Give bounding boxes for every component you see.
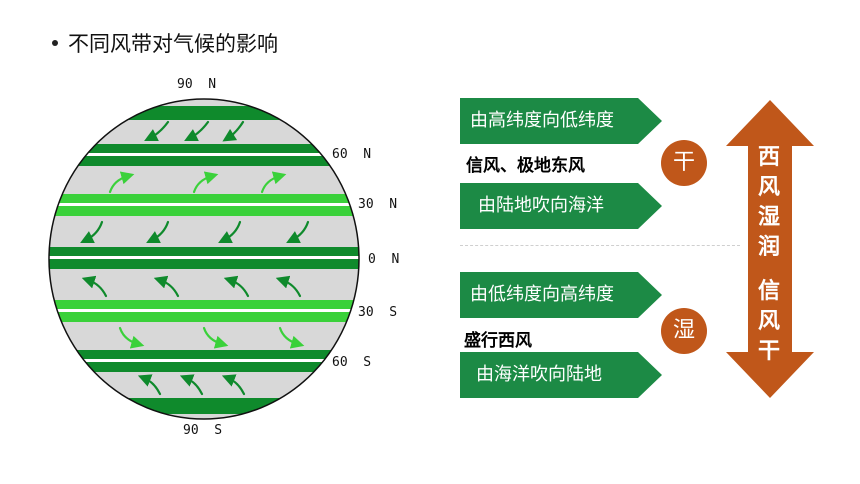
lat-60n: 60 N bbox=[332, 147, 372, 162]
wind-arrow bbox=[202, 326, 229, 349]
wind-arrow bbox=[223, 275, 250, 298]
wind-belt-globe bbox=[48, 98, 360, 420]
wind-arrow bbox=[275, 275, 302, 298]
wind-arrow bbox=[81, 275, 108, 298]
dry-arrow-latitude: 由高纬度向低纬度 bbox=[460, 98, 662, 144]
wind-arrow bbox=[179, 374, 204, 396]
slide-title: 不同风带对气候的影响 bbox=[52, 28, 278, 58]
wind-arrow bbox=[260, 171, 287, 194]
wind-arrow bbox=[221, 374, 246, 396]
dry-badge: 干 bbox=[661, 140, 707, 186]
wind-arrow bbox=[184, 120, 210, 141]
lat-90n: 90 N bbox=[177, 77, 217, 92]
wind-arrow bbox=[144, 120, 170, 141]
wind-arrow bbox=[80, 220, 104, 243]
wind-arrow bbox=[286, 220, 310, 243]
wind-arrow bbox=[118, 326, 145, 349]
lat-60s: 60 S bbox=[332, 355, 372, 370]
wind-arrow bbox=[137, 374, 162, 396]
lat-0: 0 N bbox=[368, 252, 400, 267]
dry-wind-label: 信风、极地东风 bbox=[466, 156, 585, 176]
wet-wind-label: 盛行西风 bbox=[464, 331, 532, 351]
group-divider bbox=[460, 245, 740, 246]
title-text: 不同风带对气候的影响 bbox=[68, 32, 278, 56]
wind-arrow bbox=[146, 220, 170, 243]
wind-arrow bbox=[222, 120, 245, 142]
wind-arrow bbox=[218, 220, 242, 243]
band-polar-south bbox=[49, 398, 359, 414]
wet-arrow-latitude: 由低纬度向高纬度 bbox=[460, 272, 662, 318]
double-arrow bbox=[726, 100, 814, 398]
wind-arrow bbox=[153, 275, 180, 298]
dry-arrow-direction: 由陆地吹向海洋 bbox=[460, 183, 662, 229]
wind-arrow bbox=[278, 326, 305, 349]
band-polar-north bbox=[49, 106, 359, 120]
lat-90s: 90 S bbox=[183, 423, 223, 438]
lat-30n: 30 N bbox=[358, 197, 398, 212]
vertical-text-top: 西 风 湿 润 bbox=[757, 145, 780, 260]
vertical-text-bottom: 信 风 干 bbox=[757, 279, 780, 364]
bullet-dot bbox=[52, 40, 58, 46]
wind-arrow bbox=[192, 171, 219, 194]
lat-30s: 30 S bbox=[358, 305, 398, 320]
wind-arrow bbox=[108, 171, 135, 194]
wet-badge: 湿 bbox=[661, 308, 707, 354]
wet-arrow-direction: 由海洋吹向陆地 bbox=[460, 352, 662, 398]
